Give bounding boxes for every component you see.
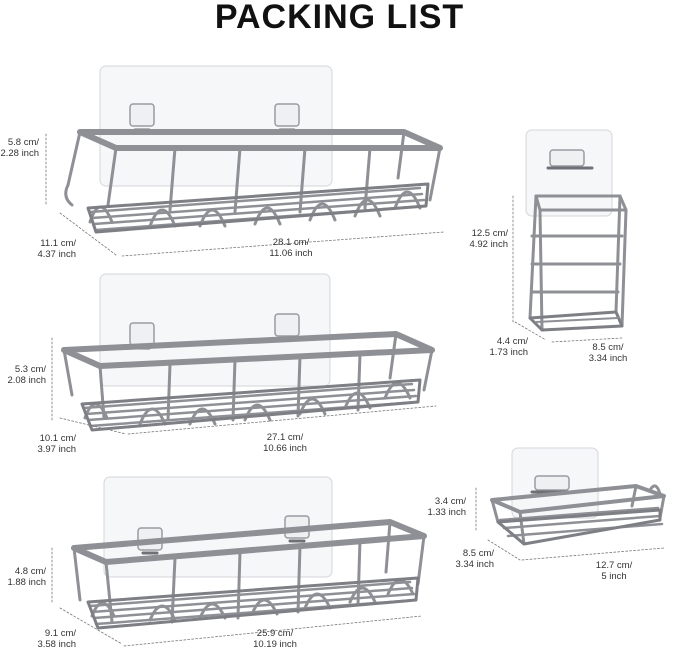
medium-shelf-width-label: 27.1 cm/ 10.66 inch (263, 432, 307, 454)
dimension-lines (45, 133, 665, 647)
small-shelf-width-label: 25.9 cm/ 10.19 inch (253, 628, 297, 650)
soap-dish-height-label: 3.4 cm/ 1.33 inch (427, 496, 466, 518)
medium-shelf-illustration (61, 273, 435, 432)
small-shelf-depth-label: 9.1 cm/ 3.58 inch (37, 628, 76, 650)
medium-shelf-height-label: 5.3 cm/ 2.08 inch (7, 364, 46, 386)
toothbrush-holder-height-label: 12.5 cm/ 4.92 inch (469, 228, 508, 250)
page-title: PACKING LIST (214, 0, 465, 36)
large-shelf-height-label: 5.8 cm/ 2.28 inch (0, 137, 39, 159)
soap-dish-width-label: 12.7 cm/ 5 inch (595, 560, 633, 582)
large-shelf-illustration (64, 65, 443, 234)
large-shelf-depth-label: 11.1 cm/ 4.37 inch (37, 238, 76, 260)
medium-shelf-depth-label: 10.1 cm/ 3.97 inch (37, 433, 76, 455)
toothbrush-holder-width-label: 8.5 cm/ 3.34 inch (588, 342, 628, 364)
soap-dish-illustration (490, 447, 666, 546)
small-shelf-height-label: 4.8 cm/ 1.88 inch (7, 566, 46, 588)
toothbrush-holder-illustration (525, 129, 628, 332)
small-shelf-illustration (71, 476, 427, 630)
soap-dish-depth-label: 8.5 cm/ 3.34 inch (455, 548, 494, 570)
large-shelf-width-label: 28.1 cm/ 11.06 inch (269, 237, 313, 259)
toothbrush-holder-depth-label: 4.4 cm/ 1.73 inch (489, 336, 528, 358)
